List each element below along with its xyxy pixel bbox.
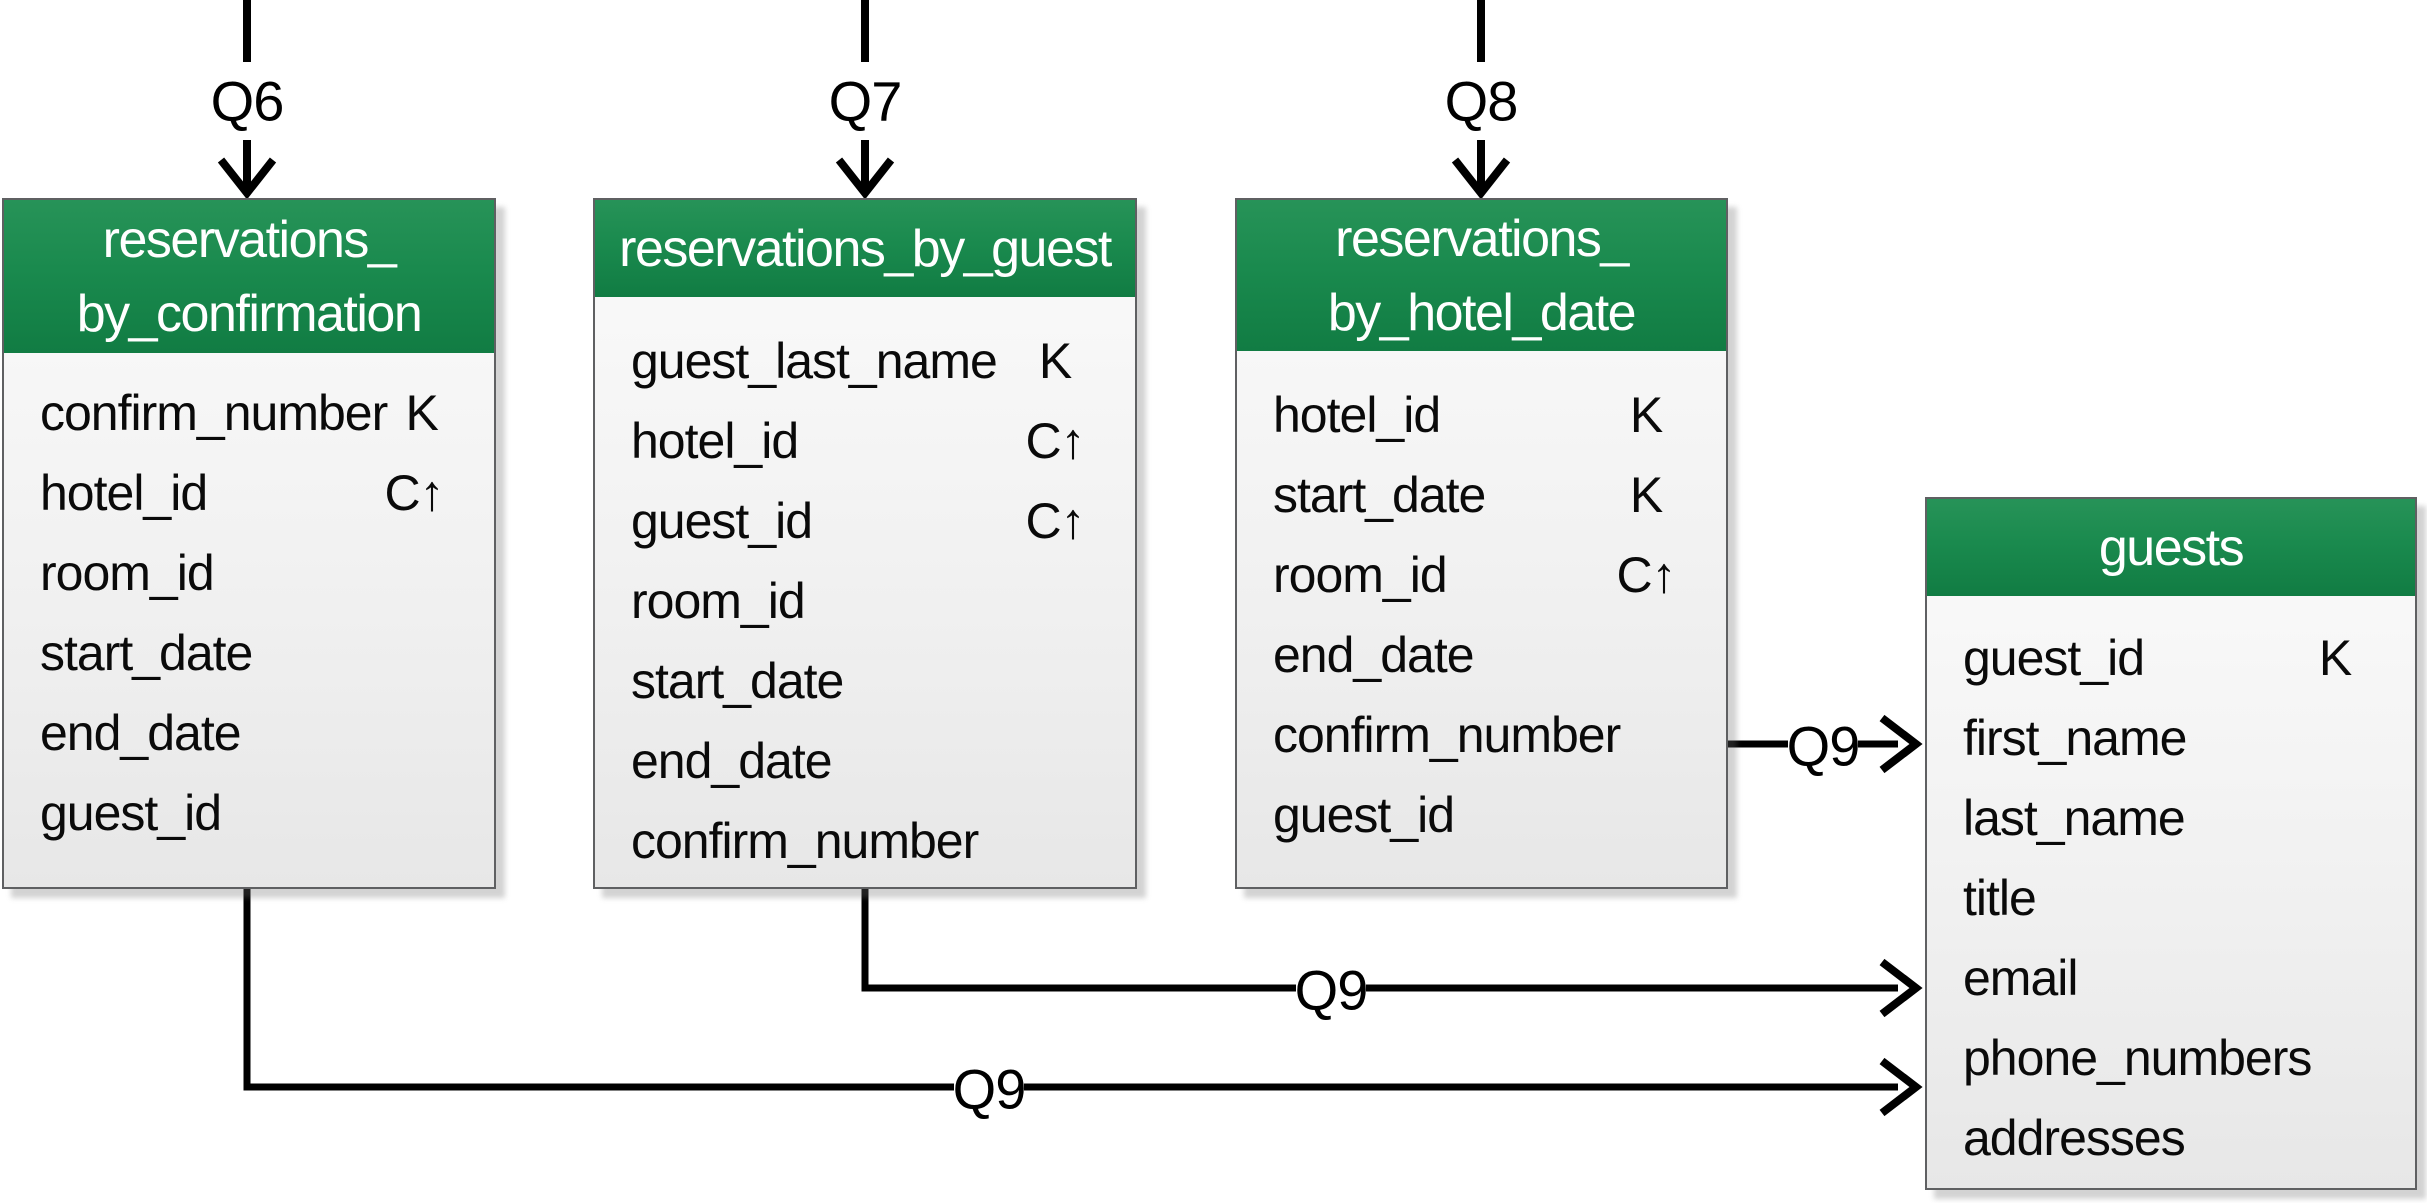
field-row: confirm_number [1237, 695, 1726, 775]
q9-label-confirmation: Q9 [952, 1057, 1027, 1121]
table-title-line: by_confirmation [76, 284, 423, 343]
field-key: C↑ [1025, 493, 1085, 549]
field-name: hotel_id [1273, 387, 1441, 443]
down-arrow-head-icon [835, 157, 895, 200]
field-row: end_date [1237, 615, 1726, 695]
field-name: first_name [1963, 710, 2187, 766]
field-name: start_date [40, 625, 253, 681]
field-name: guest_id [631, 493, 813, 549]
field-row: last_name [1927, 778, 2415, 858]
table-body: guest_id K first_name last_name title ema… [1927, 596, 2415, 1178]
field-key: C↑ [1616, 547, 1676, 603]
field-row: room_id [595, 561, 1135, 641]
q9-label-hotel-date: Q9 [1786, 714, 1861, 778]
field-name: phone_numbers [1963, 1030, 2312, 1086]
q9-label-guest: Q9 [1294, 958, 1369, 1022]
table-header: reservations_ by_confirmation [4, 200, 494, 353]
field-key: C↑ [384, 465, 444, 521]
field-row: guest_id [4, 773, 494, 853]
q6-label: Q6 [210, 69, 285, 133]
field-row: guest_id [1237, 775, 1726, 855]
table-reservations-by-guest: reservations_by_guest guest_last_name K h… [593, 198, 1137, 889]
table-body: confirm_number K hotel_id C↑ room_id start… [4, 353, 494, 853]
field-row: confirm_number K [4, 373, 494, 453]
field-row: phone_numbers [1927, 1018, 2415, 1098]
field-name: confirm_number [631, 813, 979, 869]
field-name: start_date [1273, 467, 1486, 523]
field-row: hotel_id C↑ [595, 401, 1135, 481]
table-title-line: reservations_by_guest [619, 219, 1112, 278]
field-row: addresses [1927, 1098, 2415, 1178]
right-arrow-head-icon [1879, 714, 1923, 774]
field-row: guest_id K [1927, 618, 2415, 698]
field-key: K [1629, 467, 1663, 523]
field-name: hotel_id [40, 465, 208, 521]
field-name: end_date [631, 733, 833, 789]
field-row: first_name [1927, 698, 2415, 778]
field-key: K [1629, 387, 1663, 443]
table-reservations-by-confirmation: reservations_ by_confirmation confirm_nu… [2, 198, 496, 889]
down-arrow-head-icon [1451, 157, 1511, 200]
field-row: confirm_number [595, 801, 1135, 881]
q9-guest-line [861, 887, 1296, 992]
table-header: reservations_ by_hotel_date [1237, 200, 1726, 351]
table-title-line: reservations_ [102, 210, 397, 269]
field-name: guest_id [1273, 787, 1455, 843]
table-guests: guests guest_id K first_name last_name ti… [1925, 497, 2417, 1190]
field-name: room_id [40, 545, 215, 601]
field-key: K [2318, 630, 2352, 686]
field-name: confirm_number [40, 385, 388, 441]
field-key: K [1038, 333, 1072, 389]
field-row: guest_id C↑ [595, 481, 1135, 561]
field-name: title [1963, 870, 2037, 926]
field-name: last_name [1963, 790, 2186, 846]
right-arrow-head-icon [1879, 1057, 1923, 1117]
q7-label: Q7 [828, 69, 903, 133]
right-arrow-head-icon [1879, 958, 1923, 1018]
field-row: room_id C↑ [1237, 535, 1726, 615]
field-row: start_date [4, 613, 494, 693]
field-name: addresses [1963, 1110, 2186, 1166]
q9-confirmation-line [243, 887, 954, 1091]
field-row: end_date [595, 721, 1135, 801]
field-row: end_date [4, 693, 494, 773]
field-row: email [1927, 938, 2415, 1018]
field-name: hotel_id [631, 413, 799, 469]
field-name: end_date [1273, 627, 1475, 683]
field-key: C↑ [1025, 413, 1085, 469]
field-name: start_date [631, 653, 844, 709]
field-name: end_date [40, 705, 242, 761]
field-row: hotel_id C↑ [4, 453, 494, 533]
field-name: room_id [631, 573, 806, 629]
table-title-line: reservations_ [1335, 209, 1629, 268]
field-row: hotel_id K [1237, 375, 1726, 455]
table-title-line: guests [2098, 518, 2245, 577]
field-name: guest_id [1963, 630, 2145, 686]
field-name: room_id [1273, 547, 1448, 603]
down-arrow-head-icon [217, 157, 277, 200]
q8-label: Q8 [1444, 69, 1519, 133]
field-name: guest_id [40, 785, 222, 841]
field-name: email [1963, 950, 2078, 1006]
field-row: room_id [4, 533, 494, 613]
field-row: start_date K [1237, 455, 1726, 535]
table-header: guests [1927, 499, 2415, 596]
field-key: K [405, 385, 438, 441]
field-name: confirm_number [1273, 707, 1621, 763]
field-row: start_date [595, 641, 1135, 721]
field-row: title [1927, 858, 2415, 938]
field-row: guest_last_name K [595, 321, 1135, 401]
table-header: reservations_by_guest [595, 200, 1135, 297]
field-name: guest_last_name [631, 333, 998, 389]
table-title-line: by_hotel_date [1327, 283, 1637, 342]
